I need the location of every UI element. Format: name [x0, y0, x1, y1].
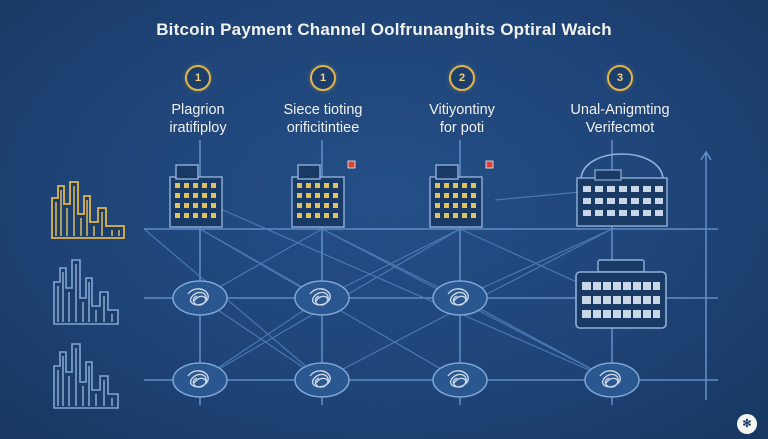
alert-marker: [347, 160, 356, 169]
channel-node: [172, 362, 228, 398]
channel-node: [294, 280, 350, 316]
step-1: 1 Plagrion iratifiploy: [113, 65, 283, 137]
step-2: 1 Siece tioting orificitintiee: [238, 65, 408, 137]
building-icon: [429, 160, 494, 228]
step-label: Vitiyontiny for poti: [429, 102, 495, 136]
building-icon: [291, 160, 356, 228]
gold-tower-icon: [51, 181, 125, 239]
step-number-badge: 1: [310, 65, 336, 91]
step-4: 3 Unal-Anigmting Verifecmot: [535, 65, 705, 137]
step-number-badge: 3: [607, 65, 633, 91]
step-3: 2 Vitiyontiny for poti: [377, 65, 547, 137]
asterisk-icon: ✻: [737, 414, 757, 434]
building-icon: [169, 164, 223, 228]
channel-node: [294, 362, 350, 398]
blue-tower-icon: [53, 259, 119, 325]
channel-node: [172, 280, 228, 316]
channel-node: [432, 280, 488, 316]
step-label: Siece tioting orificitintiee: [283, 102, 363, 136]
blue-tower-icon: [53, 343, 119, 409]
step-label: Unal-Anigmting Verifecmot: [570, 102, 670, 136]
page-title: Bitcoin Payment Channel Oolfrunanghits O…: [156, 20, 612, 39]
step-number-badge: 2: [449, 65, 475, 91]
verification-facility-icon: [576, 153, 668, 227]
step-label: Plagrion iratifiploy: [169, 102, 227, 136]
alert-marker: [485, 160, 494, 169]
channel-node: [584, 362, 640, 398]
server-rack-icon: [575, 259, 667, 329]
channel-node: [432, 362, 488, 398]
step-number-badge: 1: [185, 65, 211, 91]
